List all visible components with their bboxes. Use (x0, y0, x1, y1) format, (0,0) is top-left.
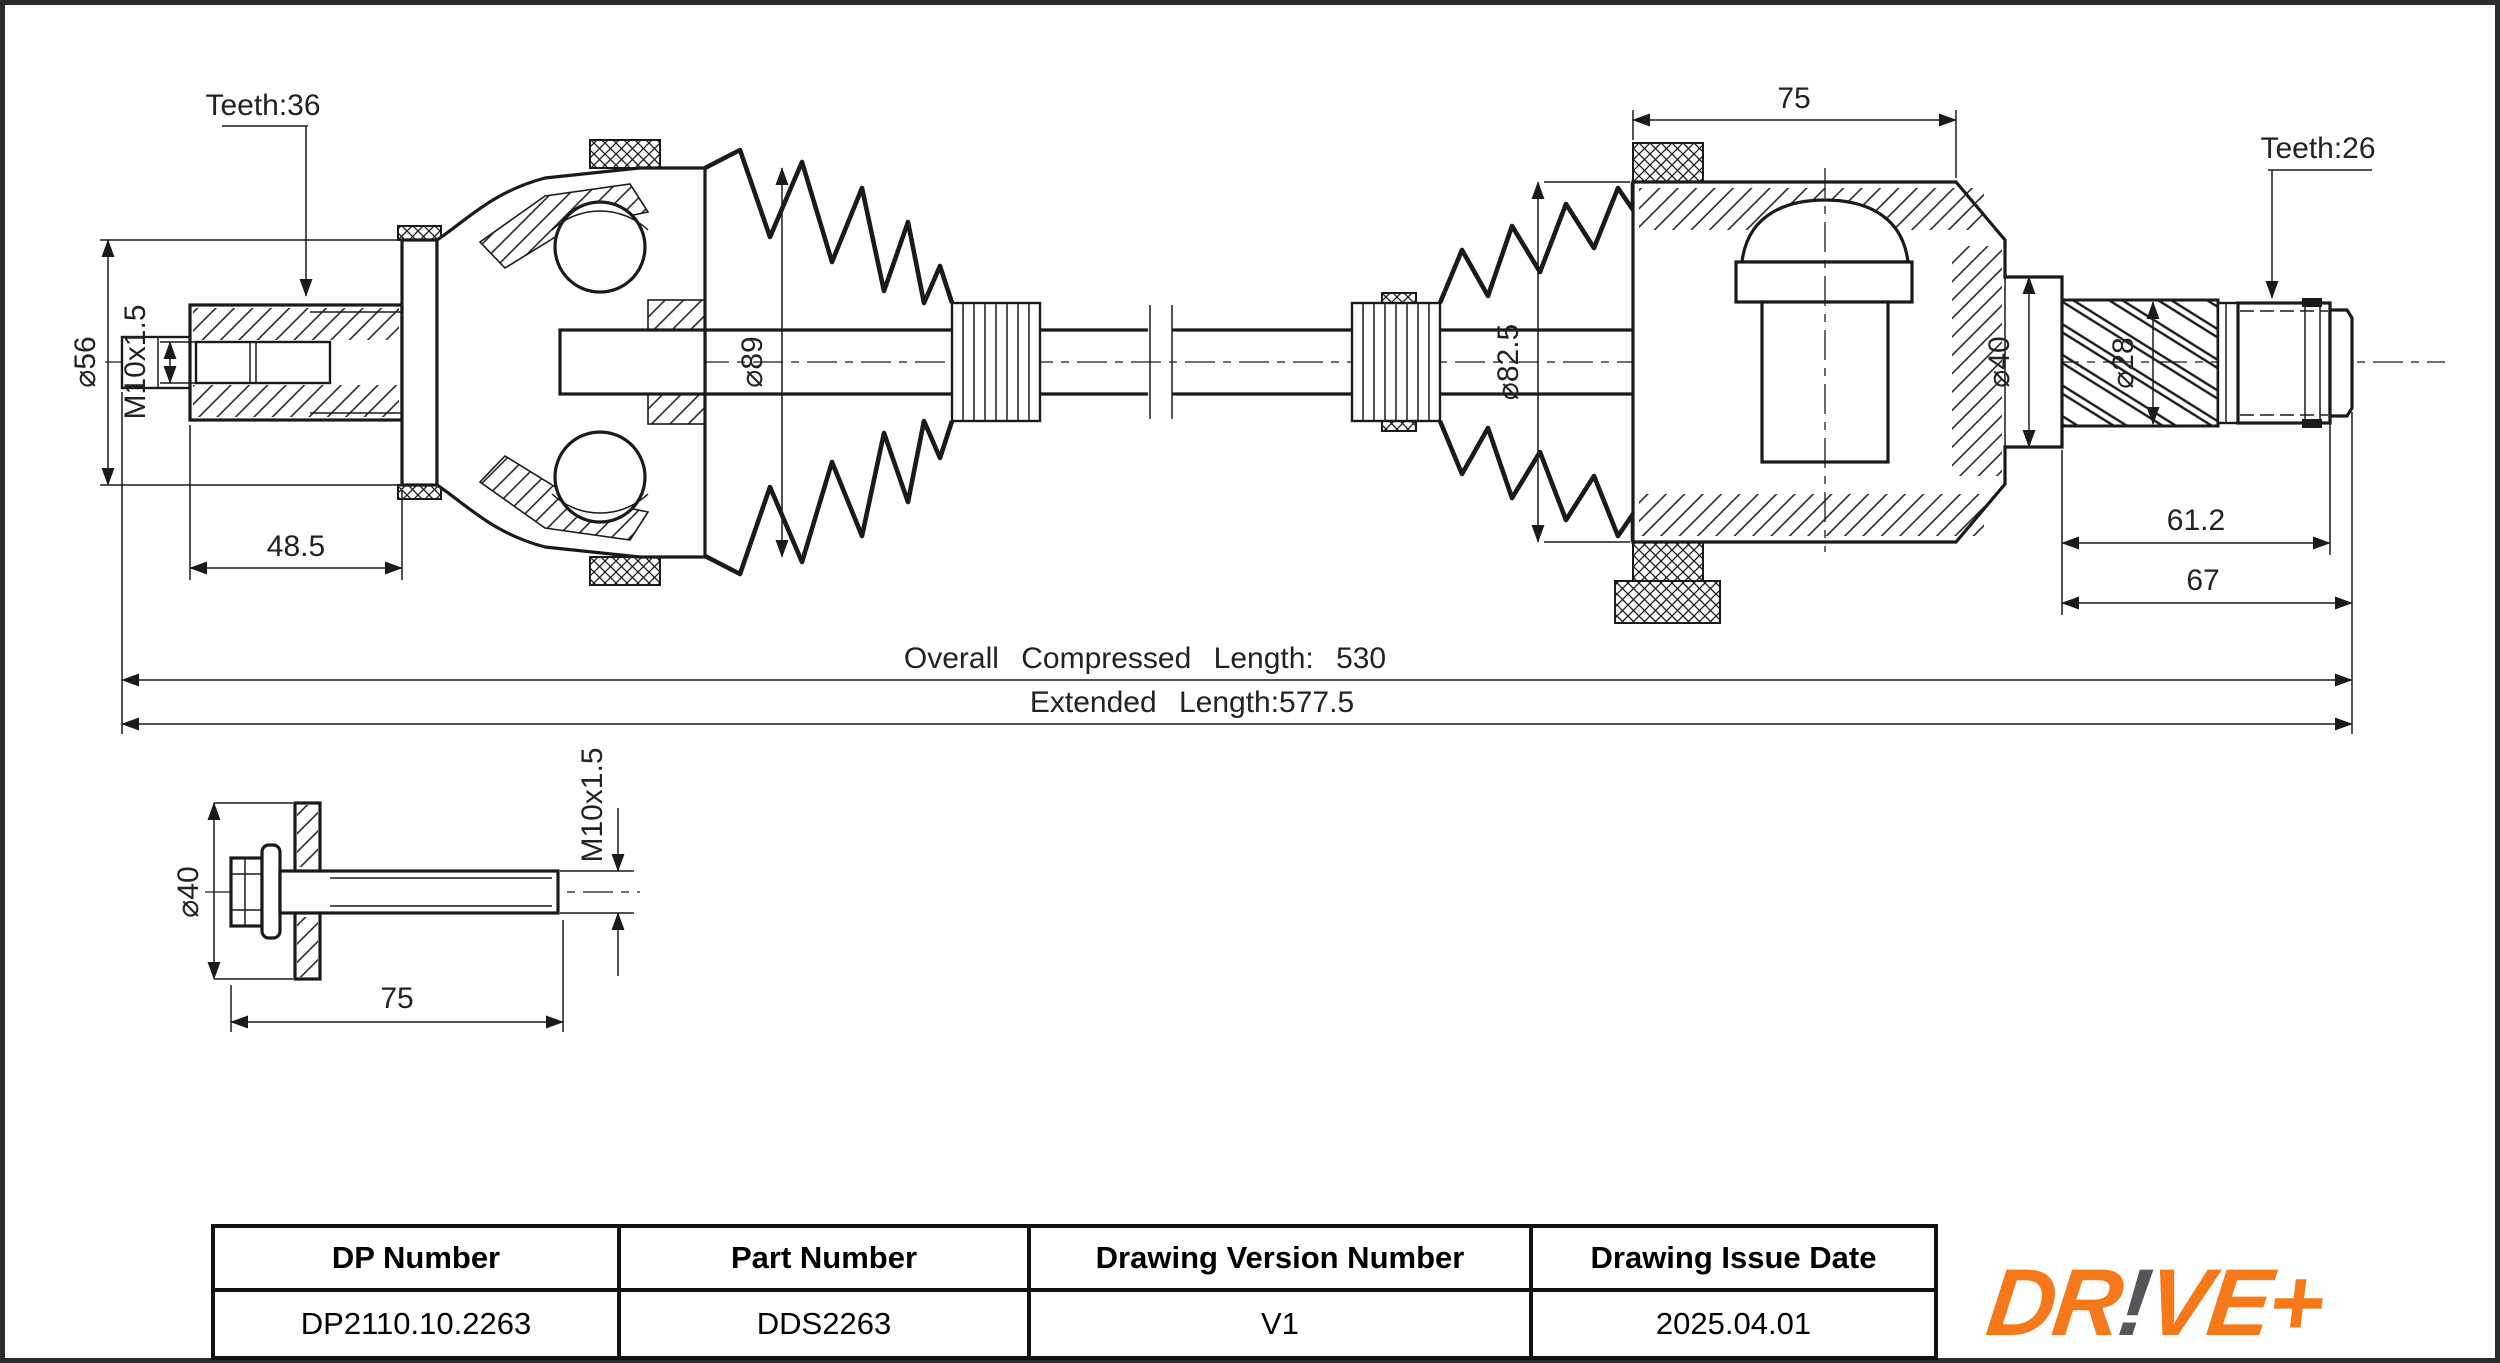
dim-dia-40: ⌀40 (1983, 276, 2036, 448)
bearing-ball-top (553, 200, 647, 294)
dim-dia-82-5: ⌀82.5 (1492, 181, 1630, 543)
title-block-value-dp-number: DP2110.10.2263 (215, 1292, 621, 1356)
logo-text-dr: DR (1981, 1250, 2126, 1356)
front-stub-shaft (120, 303, 404, 422)
dim-bolt-dia-40: ⌀40 (172, 802, 293, 980)
compressed-length-label: Overall Compressed Length: 530 (904, 642, 1386, 675)
title-block-value-issue-date: 2025.04.01 (1533, 1292, 1934, 1356)
title-block-header-part-number: Part Number (621, 1228, 1031, 1292)
logo-text-ve-plus: VE+ (2141, 1250, 2328, 1356)
teeth-rear-label: Teeth:26 (2260, 132, 2375, 165)
dim-dia-56: ⌀56 (69, 239, 437, 486)
drive-plus-logo: DR!VE+ (1982, 1250, 2328, 1356)
bolt-hex-head (229, 856, 264, 928)
dim-teeth-front: Teeth:36 (205, 89, 321, 297)
spline-section (2060, 298, 2220, 428)
dim-overall-lengths: Overall Compressed Length: 530 Extended … (121, 392, 2353, 734)
front-thread-label: M10x1.5 (119, 304, 152, 419)
stub-rear-length-label: 67 (2186, 564, 2219, 597)
bolt-flange-washer (260, 843, 282, 940)
title-block-header-drawing-version: Drawing Version Number (1031, 1228, 1533, 1292)
spline-length-label: 61.2 (2167, 504, 2225, 537)
rear-stub-shaft (2060, 298, 2354, 428)
dia-89-label: ⌀89 (736, 336, 769, 387)
rear-boot (1350, 182, 1636, 542)
dim-front-thread: M10x1.5 (119, 304, 196, 420)
extended-length-label: Extended Length:577.5 (1030, 686, 1354, 719)
bearing-ball-bottom (553, 430, 647, 524)
thread-section (2236, 301, 2332, 425)
bolt-detail-view: ⌀40 M10x1.5 75 (172, 747, 640, 1032)
bolt-thread-label: M10x1.5 (576, 747, 609, 862)
dim-75-housing: 75 (1632, 82, 1957, 178)
title-block-header-dp-number: DP Number (215, 1228, 621, 1292)
dim-teeth-rear: Teeth:26 (2260, 132, 2376, 299)
front-boot (703, 147, 1042, 577)
dim-61-2: 61.2 (2061, 420, 2331, 615)
teeth-front-label: Teeth:36 (205, 89, 320, 122)
dia-40-label: ⌀40 (1983, 336, 2016, 387)
title-block-header-issue-date: Drawing Issue Date (1533, 1228, 1934, 1292)
dim-dia-28: ⌀28 (2107, 301, 2160, 425)
dim-dia-89: ⌀89 (736, 167, 789, 558)
bolt-length-label: 75 (380, 982, 413, 1015)
dim-bolt-length: 75 (230, 920, 564, 1032)
dim-bolt-thread: M10x1.5 (560, 747, 634, 976)
dia-56-label: ⌀56 (69, 336, 102, 387)
dim-48-5: 48.5 (189, 425, 403, 580)
stub-length-label: 48.5 (267, 530, 325, 563)
dia-82-5-label: ⌀82.5 (1492, 324, 1525, 400)
title-block: DP Number Part Number Drawing Version Nu… (211, 1224, 1938, 1360)
dia-28-label: ⌀28 (2107, 337, 2140, 388)
housing-width-label: 75 (1777, 82, 1810, 115)
dim-67: 67 (2061, 412, 2353, 615)
outer-cv-joint (397, 139, 707, 586)
bolt-dia-40-label: ⌀40 (172, 866, 205, 917)
title-block-value-part-number: DDS2263 (621, 1292, 1031, 1356)
title-block-value-drawing-version: V1 (1031, 1292, 1533, 1356)
inner-cv-joint-housing (1614, 142, 2064, 624)
